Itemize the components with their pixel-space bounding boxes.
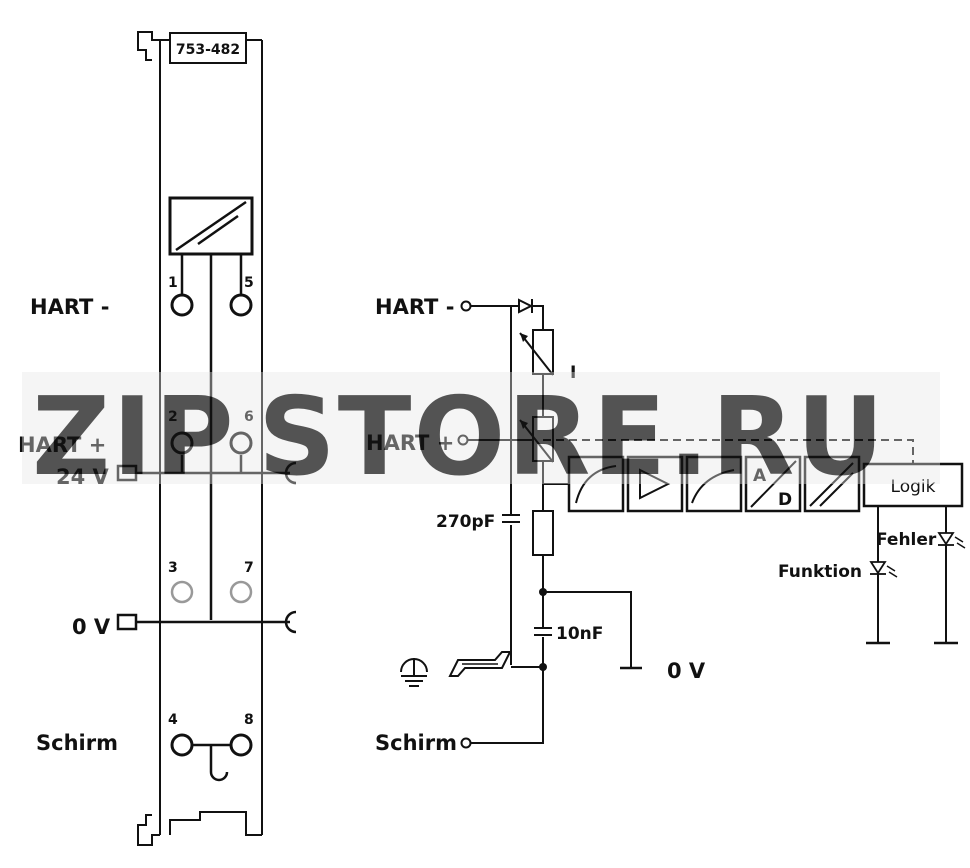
input-hart-plus	[457, 434, 469, 446]
ad-label-d: D	[778, 490, 792, 510]
label-hart-plus: HART +	[18, 433, 106, 457]
isolator-line-icon	[809, 462, 854, 507]
converter-symbol	[168, 196, 254, 256]
filter-curve-icon	[575, 465, 617, 504]
module-id: 753-482	[176, 42, 240, 58]
signal-chain: A D Logik	[567, 455, 964, 513]
schematic-label-hart-plus: HART +	[366, 431, 454, 455]
earth-symbol	[400, 658, 428, 687]
terminal-number: 8	[244, 712, 254, 728]
terminal-circle-7	[229, 580, 253, 604]
input-hart-minus	[460, 300, 472, 312]
terminal-number: 3	[168, 560, 178, 576]
variable-resistor-1	[519, 329, 554, 376]
wire-lower-vertical	[471, 555, 544, 744]
terminal-circle-4	[170, 733, 194, 757]
logic-label: Logik	[891, 477, 936, 497]
amplifier-block	[626, 455, 684, 513]
terminal-circle-5	[229, 293, 253, 317]
label-cap-270pf: 270pF	[436, 512, 495, 532]
rail-0v-contact	[284, 610, 297, 634]
rail-24v-contact	[284, 461, 297, 485]
label-hart-minus: HART -	[30, 295, 109, 319]
label-0v-ground: 0 V	[667, 659, 706, 683]
terminal-circle-2	[170, 431, 194, 455]
terminal-number: 1	[168, 275, 178, 291]
hart-data-link-dashed	[543, 439, 914, 464]
label-fehler: Fehler	[876, 530, 937, 550]
label-24v: 24 V	[56, 465, 110, 489]
input-schirm	[460, 737, 472, 749]
label-cap-10nf: 10nF	[556, 624, 603, 644]
label-0v: 0 V	[72, 615, 111, 639]
watermark-part-2: STORE.RU	[258, 375, 886, 500]
din-rail-icon	[448, 651, 512, 677]
led-funktion-icon	[869, 561, 898, 578]
module-id-box	[169, 32, 247, 64]
schematic-label-schirm: Schirm	[375, 731, 457, 755]
watermark-part-1: ZIP	[32, 375, 236, 500]
terminal-number: 4	[168, 712, 178, 728]
terminal-0v	[116, 613, 138, 631]
capacitor-270pf	[502, 514, 520, 523]
module-outline	[137, 31, 263, 846]
terminal-24v	[116, 464, 138, 482]
wire-diode-out	[532, 305, 544, 330]
resistor	[532, 510, 554, 556]
diode-symbol	[518, 298, 534, 314]
terminal-number: 6	[244, 409, 254, 425]
terminal-circle-6	[229, 431, 253, 455]
ad-label-a: A	[753, 466, 767, 486]
ad-divider	[750, 460, 797, 508]
led-fehler-icon	[937, 532, 966, 549]
wire-0v	[543, 591, 632, 668]
filter-curve-icon	[691, 469, 735, 504]
terminal-circle-1	[170, 293, 194, 317]
label-current: I	[570, 363, 576, 383]
shield-link	[192, 743, 231, 782]
terminal-number: 7	[244, 560, 254, 576]
terminal-circle-8	[229, 733, 253, 757]
terminal-number: 5	[244, 275, 254, 291]
label-schirm: Schirm	[36, 731, 118, 755]
isolator-line-icon	[819, 472, 854, 507]
filter-block-2	[685, 455, 743, 513]
schematic-label-hart-minus: HART -	[375, 295, 454, 319]
watermark: ZIP STORE.RU	[22, 372, 940, 500]
capacitor-10nf	[534, 627, 552, 636]
terminal-number: 2	[168, 409, 178, 425]
amplifier-triangle-icon	[639, 468, 671, 500]
label-funktion: Funktion	[778, 562, 862, 582]
terminal-circle-3	[170, 580, 194, 604]
